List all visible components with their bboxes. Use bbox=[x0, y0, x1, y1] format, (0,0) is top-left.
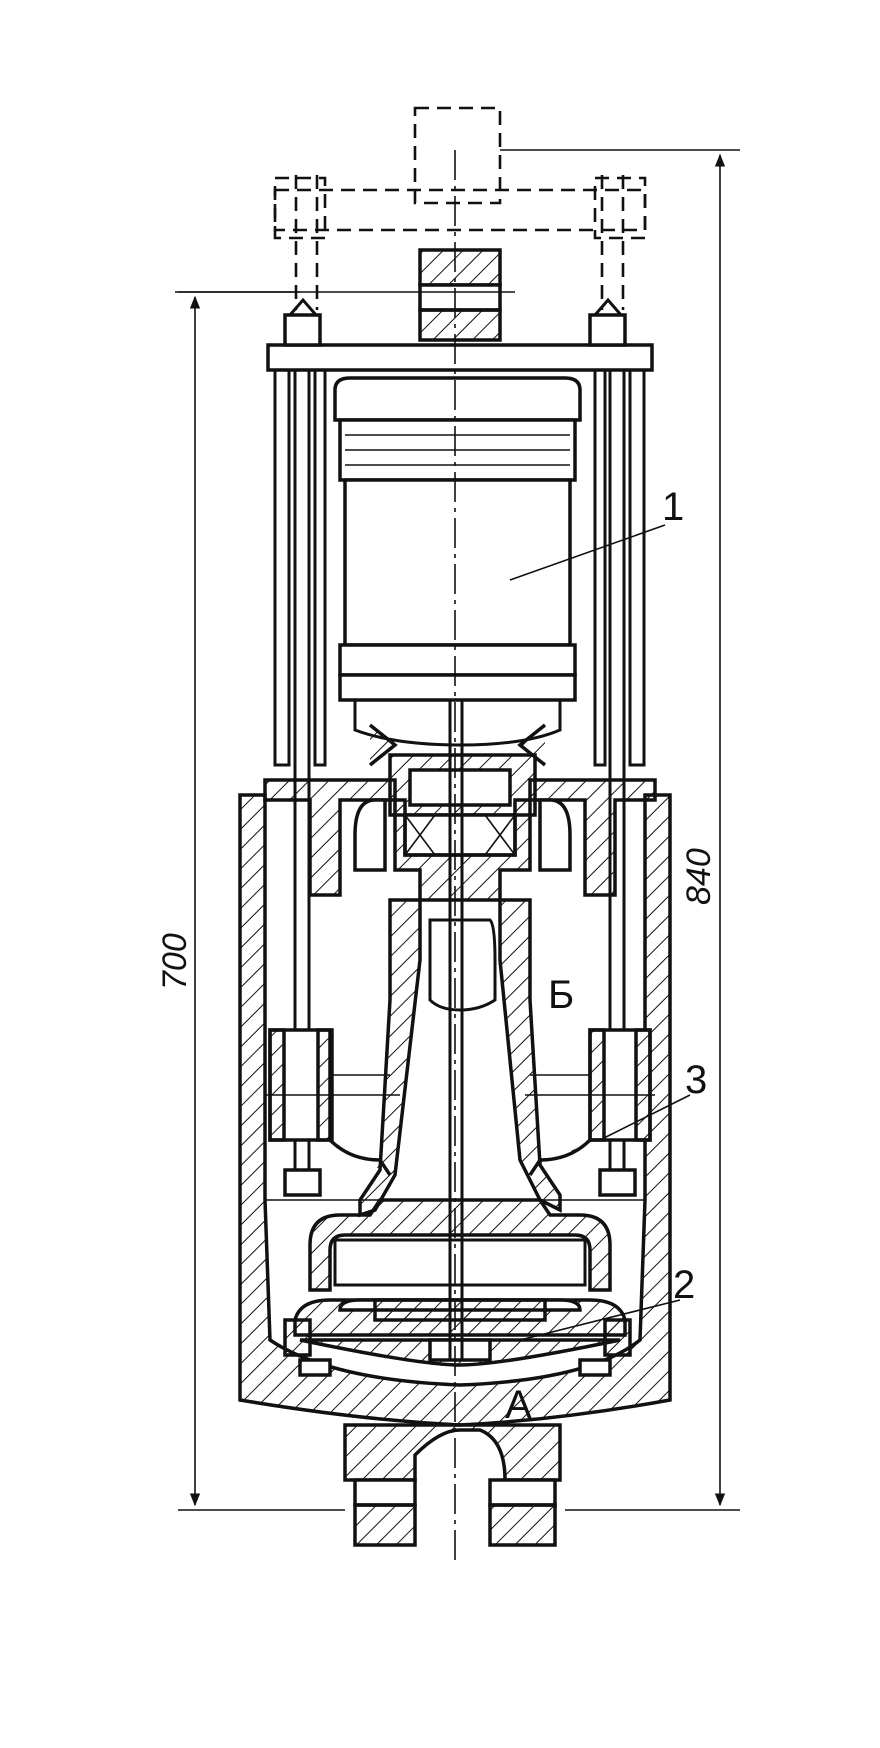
bottom-outlet bbox=[343, 1423, 562, 1547]
electric-motor bbox=[333, 376, 582, 767]
label-chamber-b: Б bbox=[548, 973, 574, 1017]
leader-impeller bbox=[519, 1299, 681, 1341]
shaft bbox=[448, 150, 464, 1560]
leader-motor bbox=[509, 524, 666, 581]
side-bolt-assembly-left bbox=[265, 1028, 400, 1197]
dimension-overall bbox=[500, 149, 740, 1511]
leader-bolts bbox=[599, 1094, 691, 1141]
upper-flange bbox=[263, 778, 657, 902]
phantom-lifting-eye bbox=[273, 106, 647, 310]
label-impeller: 2 bbox=[673, 1263, 695, 1307]
label-bolts: 3 bbox=[685, 1058, 707, 1102]
dimension-700-label: 700 bbox=[156, 933, 194, 990]
dimension-840-label: 840 bbox=[680, 848, 718, 905]
label-chamber-a: А bbox=[505, 1383, 532, 1427]
dimension-body bbox=[178, 291, 345, 1511]
central-column bbox=[358, 898, 562, 1218]
impeller-housing bbox=[283, 1198, 632, 1377]
label-motor: 1 bbox=[662, 485, 684, 529]
top-coupling bbox=[175, 248, 515, 342]
side-bolt-assembly-right bbox=[525, 1028, 655, 1197]
top-plate bbox=[266, 297, 654, 372]
